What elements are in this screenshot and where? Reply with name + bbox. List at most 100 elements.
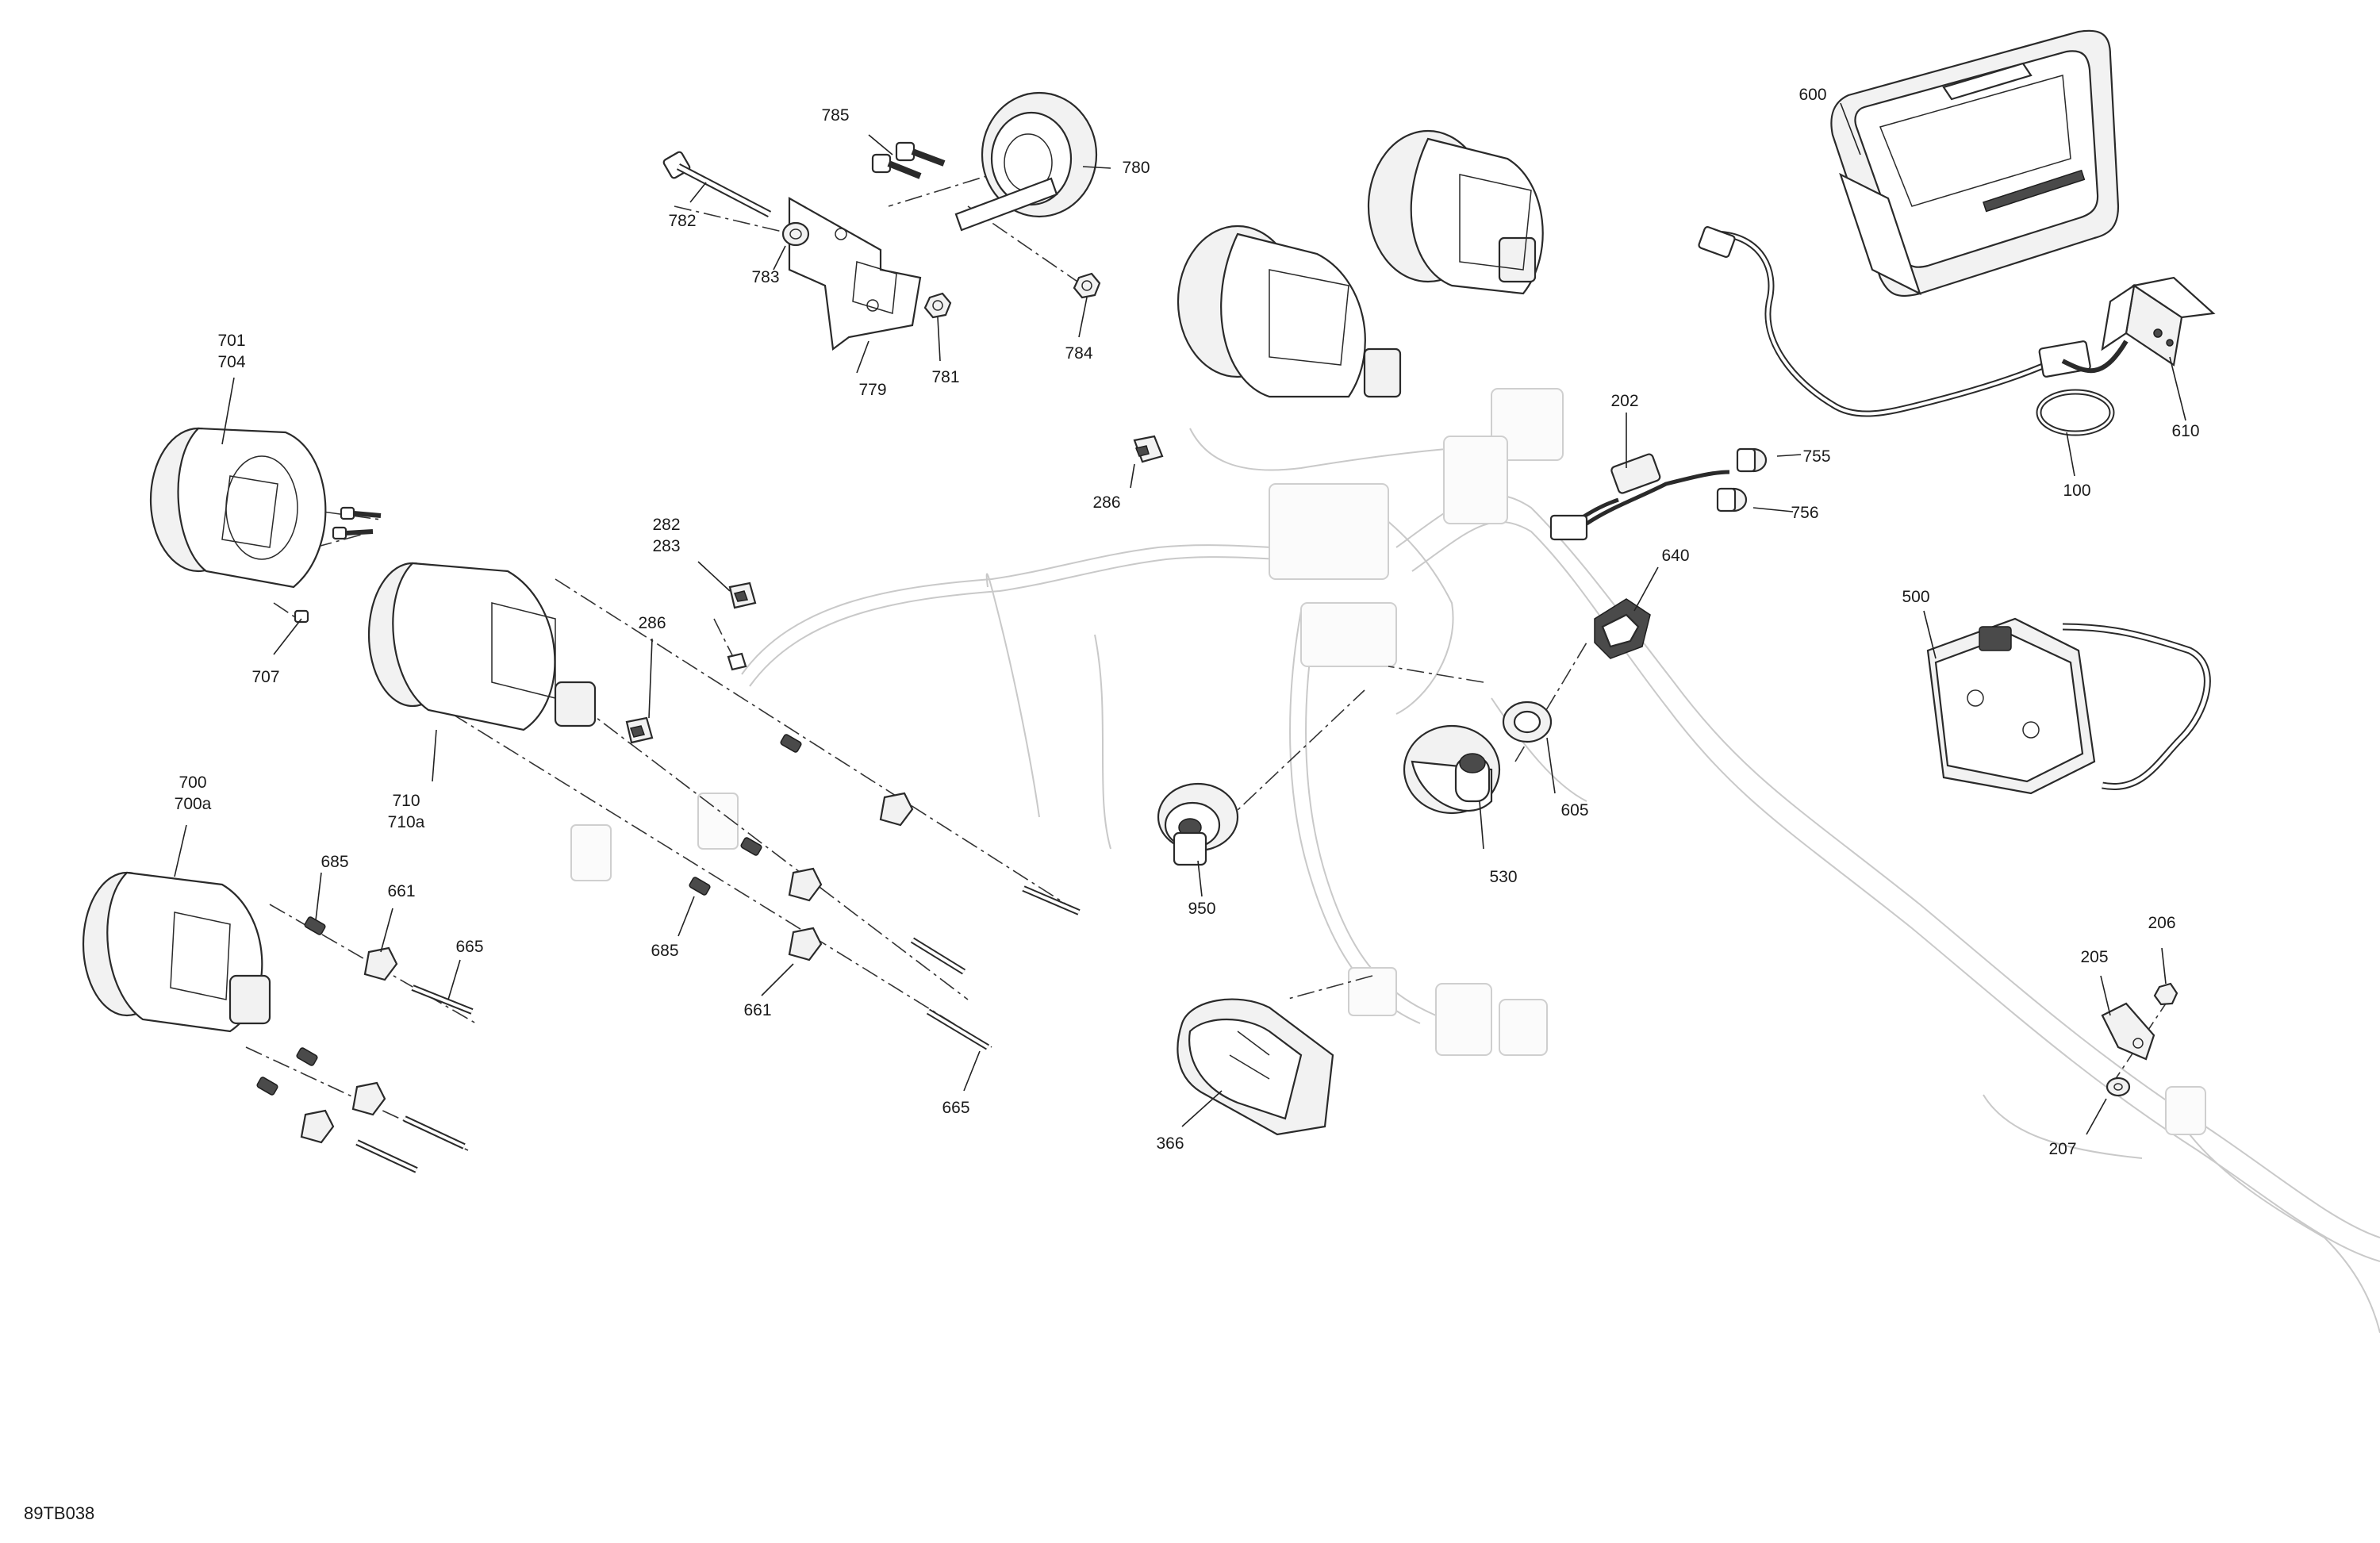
callout-line: 665 bbox=[455, 938, 483, 956]
knob-661-center bbox=[788, 792, 914, 961]
callout-line: 640 bbox=[1661, 547, 1689, 565]
callout-line: 756 bbox=[1791, 504, 1818, 522]
callout-286: 286 bbox=[1092, 493, 1120, 512]
light-housing-701 bbox=[149, 427, 327, 589]
callout-line: 500 bbox=[1902, 588, 1929, 606]
harness-100 bbox=[1698, 226, 2129, 436]
callout-line: 707 bbox=[251, 668, 279, 686]
callout-685: 685 bbox=[321, 853, 348, 871]
callout-line: 661 bbox=[387, 882, 415, 900]
callout-line: 700a bbox=[175, 795, 212, 813]
callout-755: 755 bbox=[1802, 447, 1830, 466]
light-700 bbox=[82, 871, 271, 1033]
callout-700-700a: 700 700a bbox=[175, 773, 212, 813]
connector-286-upper bbox=[1133, 435, 1164, 463]
callout-line: 785 bbox=[821, 106, 849, 125]
callout-640: 640 bbox=[1661, 547, 1689, 565]
bracket-205 bbox=[2101, 1002, 2155, 1061]
callout-line: 661 bbox=[743, 1001, 771, 1019]
wiring-harness bbox=[570, 388, 2380, 1334]
callout-line: 710 bbox=[392, 792, 420, 810]
callout-line: 783 bbox=[751, 268, 779, 286]
headlight-assembly-upper bbox=[1177, 129, 1544, 398]
nut-784 bbox=[1073, 272, 1101, 299]
callout-207: 207 bbox=[2048, 1140, 2076, 1158]
callout-line: 286 bbox=[638, 614, 666, 632]
callout-line: 704 bbox=[217, 353, 245, 371]
callout-784: 784 bbox=[1065, 344, 1092, 363]
callout-line: 710a bbox=[388, 813, 425, 831]
light-710 bbox=[367, 562, 597, 731]
callout-labels: 6006101007557562026406055305002062052079… bbox=[175, 86, 2200, 1158]
callout-line: 205 bbox=[2080, 948, 2108, 966]
power-socket-950 bbox=[1157, 782, 1239, 866]
knob-661-left bbox=[300, 946, 398, 1144]
spring-685-left-top bbox=[304, 916, 326, 935]
washer-207 bbox=[2106, 1077, 2131, 1097]
bracket-779 bbox=[788, 197, 922, 351]
callout-line: 530 bbox=[1489, 868, 1517, 886]
callout-100: 100 bbox=[2063, 482, 2090, 500]
switch-module-610 bbox=[2101, 276, 2216, 367]
bolt-665-center bbox=[910, 885, 1081, 1050]
callout-661: 661 bbox=[743, 1001, 771, 1019]
connector-202 bbox=[1549, 453, 1730, 541]
callout-950: 950 bbox=[1188, 900, 1215, 918]
connector-640 bbox=[1594, 598, 1651, 659]
grommet-605 bbox=[1502, 700, 1553, 743]
callout-line: 286 bbox=[1092, 493, 1120, 512]
callout-line: 282 bbox=[652, 516, 680, 534]
sensor-530 bbox=[1403, 724, 1501, 815]
callout-line: 207 bbox=[2048, 1140, 2076, 1158]
screws-785 bbox=[871, 141, 946, 179]
callout-600: 600 bbox=[1798, 86, 1826, 104]
callout-line: 782 bbox=[668, 212, 696, 230]
control-module-500 bbox=[1926, 617, 2211, 795]
callout-line: 202 bbox=[1610, 392, 1638, 410]
callout-780: 780 bbox=[1122, 159, 1150, 177]
callout-286: 286 bbox=[638, 614, 666, 632]
nut-781 bbox=[923, 292, 952, 319]
spacer-783 bbox=[781, 221, 810, 247]
connector-366 bbox=[1177, 998, 1334, 1136]
callout-line: 780 bbox=[1122, 159, 1150, 177]
callout-line: 685 bbox=[321, 853, 348, 871]
callout-line: 610 bbox=[2171, 422, 2199, 440]
callout-line: 701 bbox=[217, 332, 245, 350]
callout-783: 783 bbox=[751, 268, 779, 286]
bulb-755 bbox=[1736, 447, 1768, 473]
screws-707 bbox=[294, 506, 382, 624]
callout-756: 756 bbox=[1791, 504, 1818, 522]
callout-685: 685 bbox=[651, 942, 678, 960]
callout-line: 366 bbox=[1156, 1134, 1184, 1153]
instrument-cluster-600 bbox=[1830, 29, 2120, 297]
callout-707: 707 bbox=[251, 668, 279, 686]
callout-line: 950 bbox=[1188, 900, 1215, 918]
bolt-665-left bbox=[355, 985, 474, 1173]
callout-line: 283 bbox=[652, 537, 680, 555]
callout-530: 530 bbox=[1489, 868, 1517, 886]
callout-202: 202 bbox=[1610, 392, 1638, 410]
callout-785: 785 bbox=[821, 106, 849, 125]
callout-line: 755 bbox=[1802, 447, 1830, 466]
horn-780 bbox=[954, 91, 1098, 232]
callout-366: 366 bbox=[1156, 1134, 1184, 1153]
callout-661: 661 bbox=[387, 882, 415, 900]
callout-781: 781 bbox=[931, 368, 959, 386]
callout-line: 700 bbox=[178, 773, 206, 792]
connector-282-283 bbox=[727, 582, 757, 671]
callout-line: 665 bbox=[942, 1099, 969, 1117]
callout-665: 665 bbox=[942, 1099, 969, 1117]
leader-lines bbox=[174, 102, 2186, 1135]
callout-line: 600 bbox=[1798, 86, 1826, 104]
callout-779: 779 bbox=[858, 381, 886, 399]
drawing-code: 89TB038 bbox=[24, 1503, 94, 1523]
spring-685-center bbox=[689, 734, 802, 896]
callout-line: 100 bbox=[2063, 482, 2090, 500]
callout-206: 206 bbox=[2148, 914, 2175, 932]
screw-206 bbox=[2153, 982, 2178, 1006]
callout-710-710a: 710 710a bbox=[388, 792, 425, 831]
